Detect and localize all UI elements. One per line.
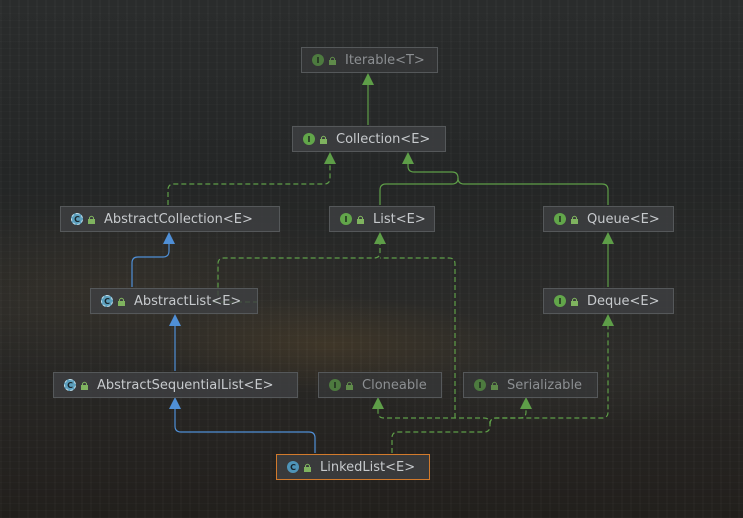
node-label: Deque<E>: [587, 293, 660, 309]
edge-abstractlist-abstractcollection: [131, 232, 175, 287]
node-label: Serializable: [507, 377, 583, 393]
edge-linkedlist-abstractsequentiallist: [169, 397, 316, 453]
node-label: AbstractList<E>: [134, 293, 242, 309]
lock-icon: [80, 381, 89, 390]
node-label: Iterable<T>: [345, 52, 425, 68]
node-label: Queue<E>: [587, 211, 660, 227]
interface-icon: I: [303, 133, 315, 145]
edge-linkedlist-list: [380, 257, 456, 418]
node-abstractsequentiallist[interactable]: C AbstractSequentialList<E>: [53, 372, 298, 398]
interface-icon: I: [312, 54, 324, 66]
node-serializable[interactable]: I Serializable: [463, 372, 598, 398]
node-label: Cloneable: [362, 377, 427, 393]
interface-icon: I: [329, 379, 341, 391]
lock-icon: [319, 135, 328, 144]
abstract-class-icon: C: [64, 379, 76, 391]
interface-icon: I: [340, 213, 352, 225]
abstract-class-icon: C: [101, 295, 113, 307]
node-label: List<E>: [373, 211, 426, 227]
edge-linkedlist-deque: [489, 314, 614, 425]
abstract-class-icon: C: [71, 213, 83, 225]
node-list[interactable]: I List<E>: [329, 206, 435, 232]
edge-queue-collection: [457, 177, 609, 205]
edge-linkedlist-serializable: [489, 397, 532, 425]
node-label: Collection<E>: [336, 131, 431, 147]
node-deque[interactable]: I Deque<E>: [543, 288, 674, 314]
lock-icon: [117, 297, 126, 306]
lock-icon: [328, 56, 337, 65]
edge-linkedlist-cloneable: [372, 397, 491, 453]
node-cloneable[interactable]: I Cloneable: [318, 372, 442, 398]
node-label: LinkedList<E>: [320, 459, 416, 475]
node-iterable[interactable]: I Iterable<T>: [301, 47, 438, 73]
lock-icon: [570, 297, 579, 306]
interface-icon: I: [554, 295, 566, 307]
lock-icon: [356, 215, 365, 224]
node-queue[interactable]: I Queue<E>: [543, 206, 674, 232]
node-collection[interactable]: I Collection<E>: [292, 126, 446, 152]
edge-list-collection: [379, 152, 459, 205]
class-icon: C: [287, 461, 299, 473]
node-linkedlist[interactable]: C LinkedList<E>: [276, 454, 430, 480]
node-label: AbstractCollection<E>: [104, 211, 253, 227]
lock-icon: [570, 215, 579, 224]
lock-icon: [303, 463, 312, 472]
interface-icon: I: [554, 213, 566, 225]
node-abstractlist[interactable]: C AbstractList<E>: [90, 288, 258, 314]
node-abstractcollection[interactable]: C AbstractCollection<E>: [60, 206, 280, 232]
lock-icon: [345, 381, 354, 390]
interface-icon: I: [474, 379, 486, 391]
node-label: AbstractSequentialList<E>: [97, 377, 274, 393]
lock-icon: [87, 215, 96, 224]
edge-abstractcollection-collection: [167, 152, 336, 205]
lock-icon: [490, 381, 499, 390]
